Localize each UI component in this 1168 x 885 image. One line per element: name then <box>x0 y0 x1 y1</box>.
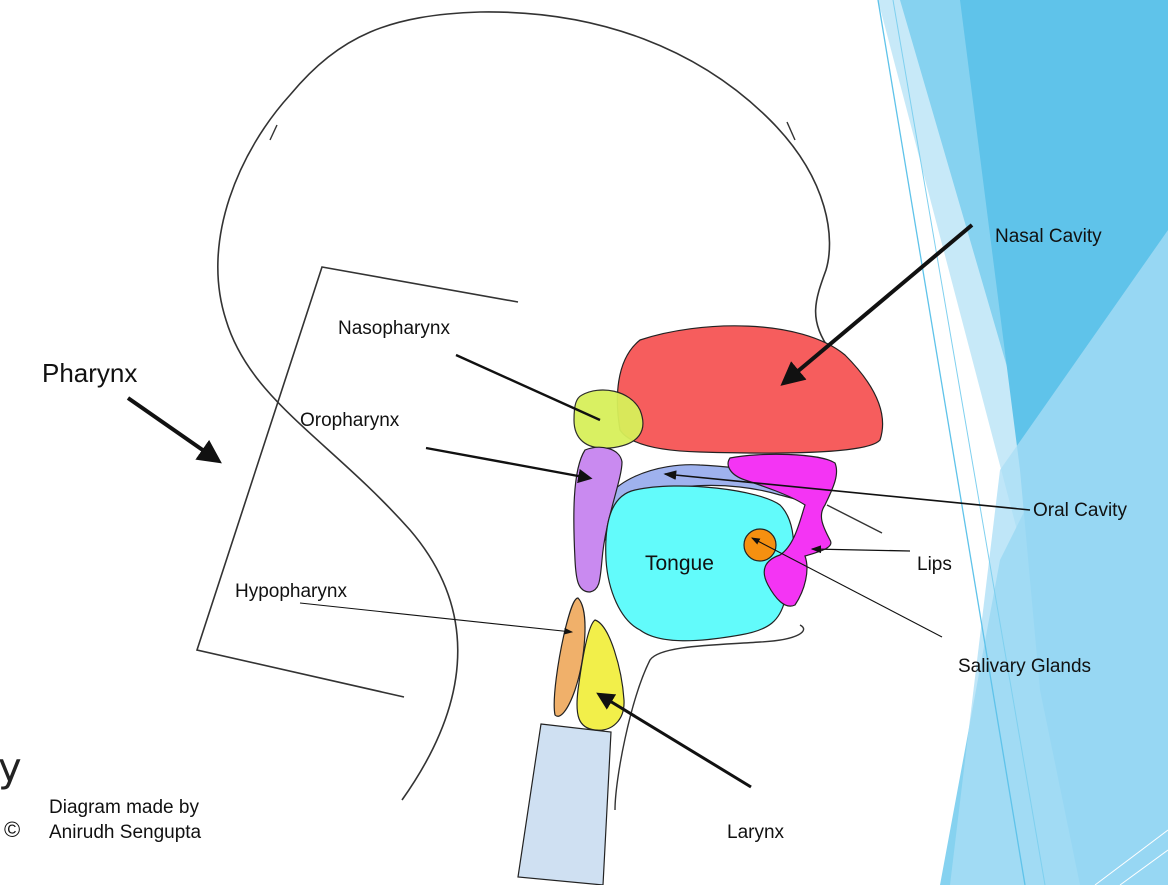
oral-cavity-label: Oral Cavity <box>1033 500 1127 521</box>
larynx-label: Larynx <box>727 822 785 843</box>
oropharynx-label: Oropharynx <box>300 410 400 431</box>
tongue-label: Tongue <box>645 552 714 575</box>
larynx-arrow <box>600 695 751 787</box>
nasopharynx-label: Nasopharynx <box>338 318 450 339</box>
salivary-gland-shape <box>744 529 776 561</box>
nasal-cavity-shape <box>617 326 882 453</box>
lips-label: Lips <box>917 554 952 575</box>
nasal-cavity-label: Nasal Cavity <box>995 226 1102 247</box>
slide-decoration <box>878 0 1168 885</box>
head-ear-line <box>270 125 277 140</box>
copyright-symbol: © <box>4 817 20 842</box>
hypopharynx-arrow <box>300 603 572 632</box>
credit-line-1: Diagram made by <box>49 797 199 818</box>
pharynx-label: Pharynx <box>42 358 137 388</box>
lip-line <box>827 505 882 533</box>
chin-outline <box>615 625 804 810</box>
salivary-glands-label: Salivary Glands <box>958 656 1091 677</box>
credit-line-2: Anirudh Sengupta <box>49 822 202 843</box>
nasopharynx-arrow <box>456 355 600 420</box>
pharynx-arrow <box>128 398 217 460</box>
head-brow-line <box>787 122 795 140</box>
stray-glyph: y <box>0 748 22 788</box>
lips-arrow <box>812 549 910 551</box>
oropharynx-arrow <box>426 448 589 478</box>
trachea <box>518 724 611 885</box>
hypopharynx-label: Hypopharynx <box>235 581 347 602</box>
nasal-cavity-arrow <box>785 225 972 382</box>
